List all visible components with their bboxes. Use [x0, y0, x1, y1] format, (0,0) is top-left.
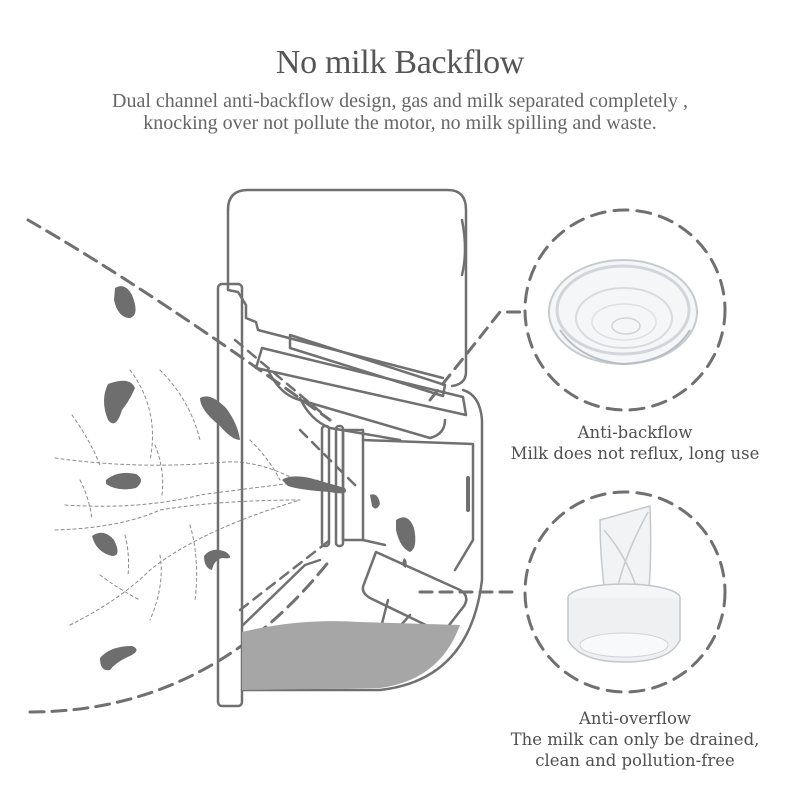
callout-description-line-2: clean and pollution-free — [535, 751, 735, 770]
breast-outline-icon — [26, 218, 332, 714]
pump-body-icon — [216, 188, 484, 708]
callout-anti-backflow: Anti-backflow Milk does not reflux, long… — [490, 422, 780, 464]
milk-droplets-icon — [92, 286, 416, 671]
duckbill-valve-icon — [567, 505, 681, 663]
diaphragm-disc-icon — [548, 259, 698, 366]
subtitle-line-1: Dual channel anti-backflow design, gas a… — [112, 90, 688, 112]
callout-description: Milk does not reflux, long use — [510, 444, 760, 463]
callout-description-line-1: The milk can only be drained, — [510, 730, 760, 749]
page-title: No milk Backflow — [275, 44, 525, 81]
callout-anti-overflow: Anti-overflow The milk can only be drain… — [490, 708, 780, 771]
callout-title: Anti-overflow — [579, 709, 691, 728]
callout-title: Anti-backflow — [577, 423, 693, 442]
callout-circle-1 — [523, 208, 727, 412]
milk-level-icon — [242, 621, 460, 690]
page-subtitle: Dual channel anti-backflow design, gas a… — [0, 90, 800, 134]
subtitle-line-2: knocking over not pollute the motor, no … — [143, 112, 657, 134]
callout-circle-2 — [523, 490, 727, 694]
milk-ducts-icon — [54, 369, 321, 626]
